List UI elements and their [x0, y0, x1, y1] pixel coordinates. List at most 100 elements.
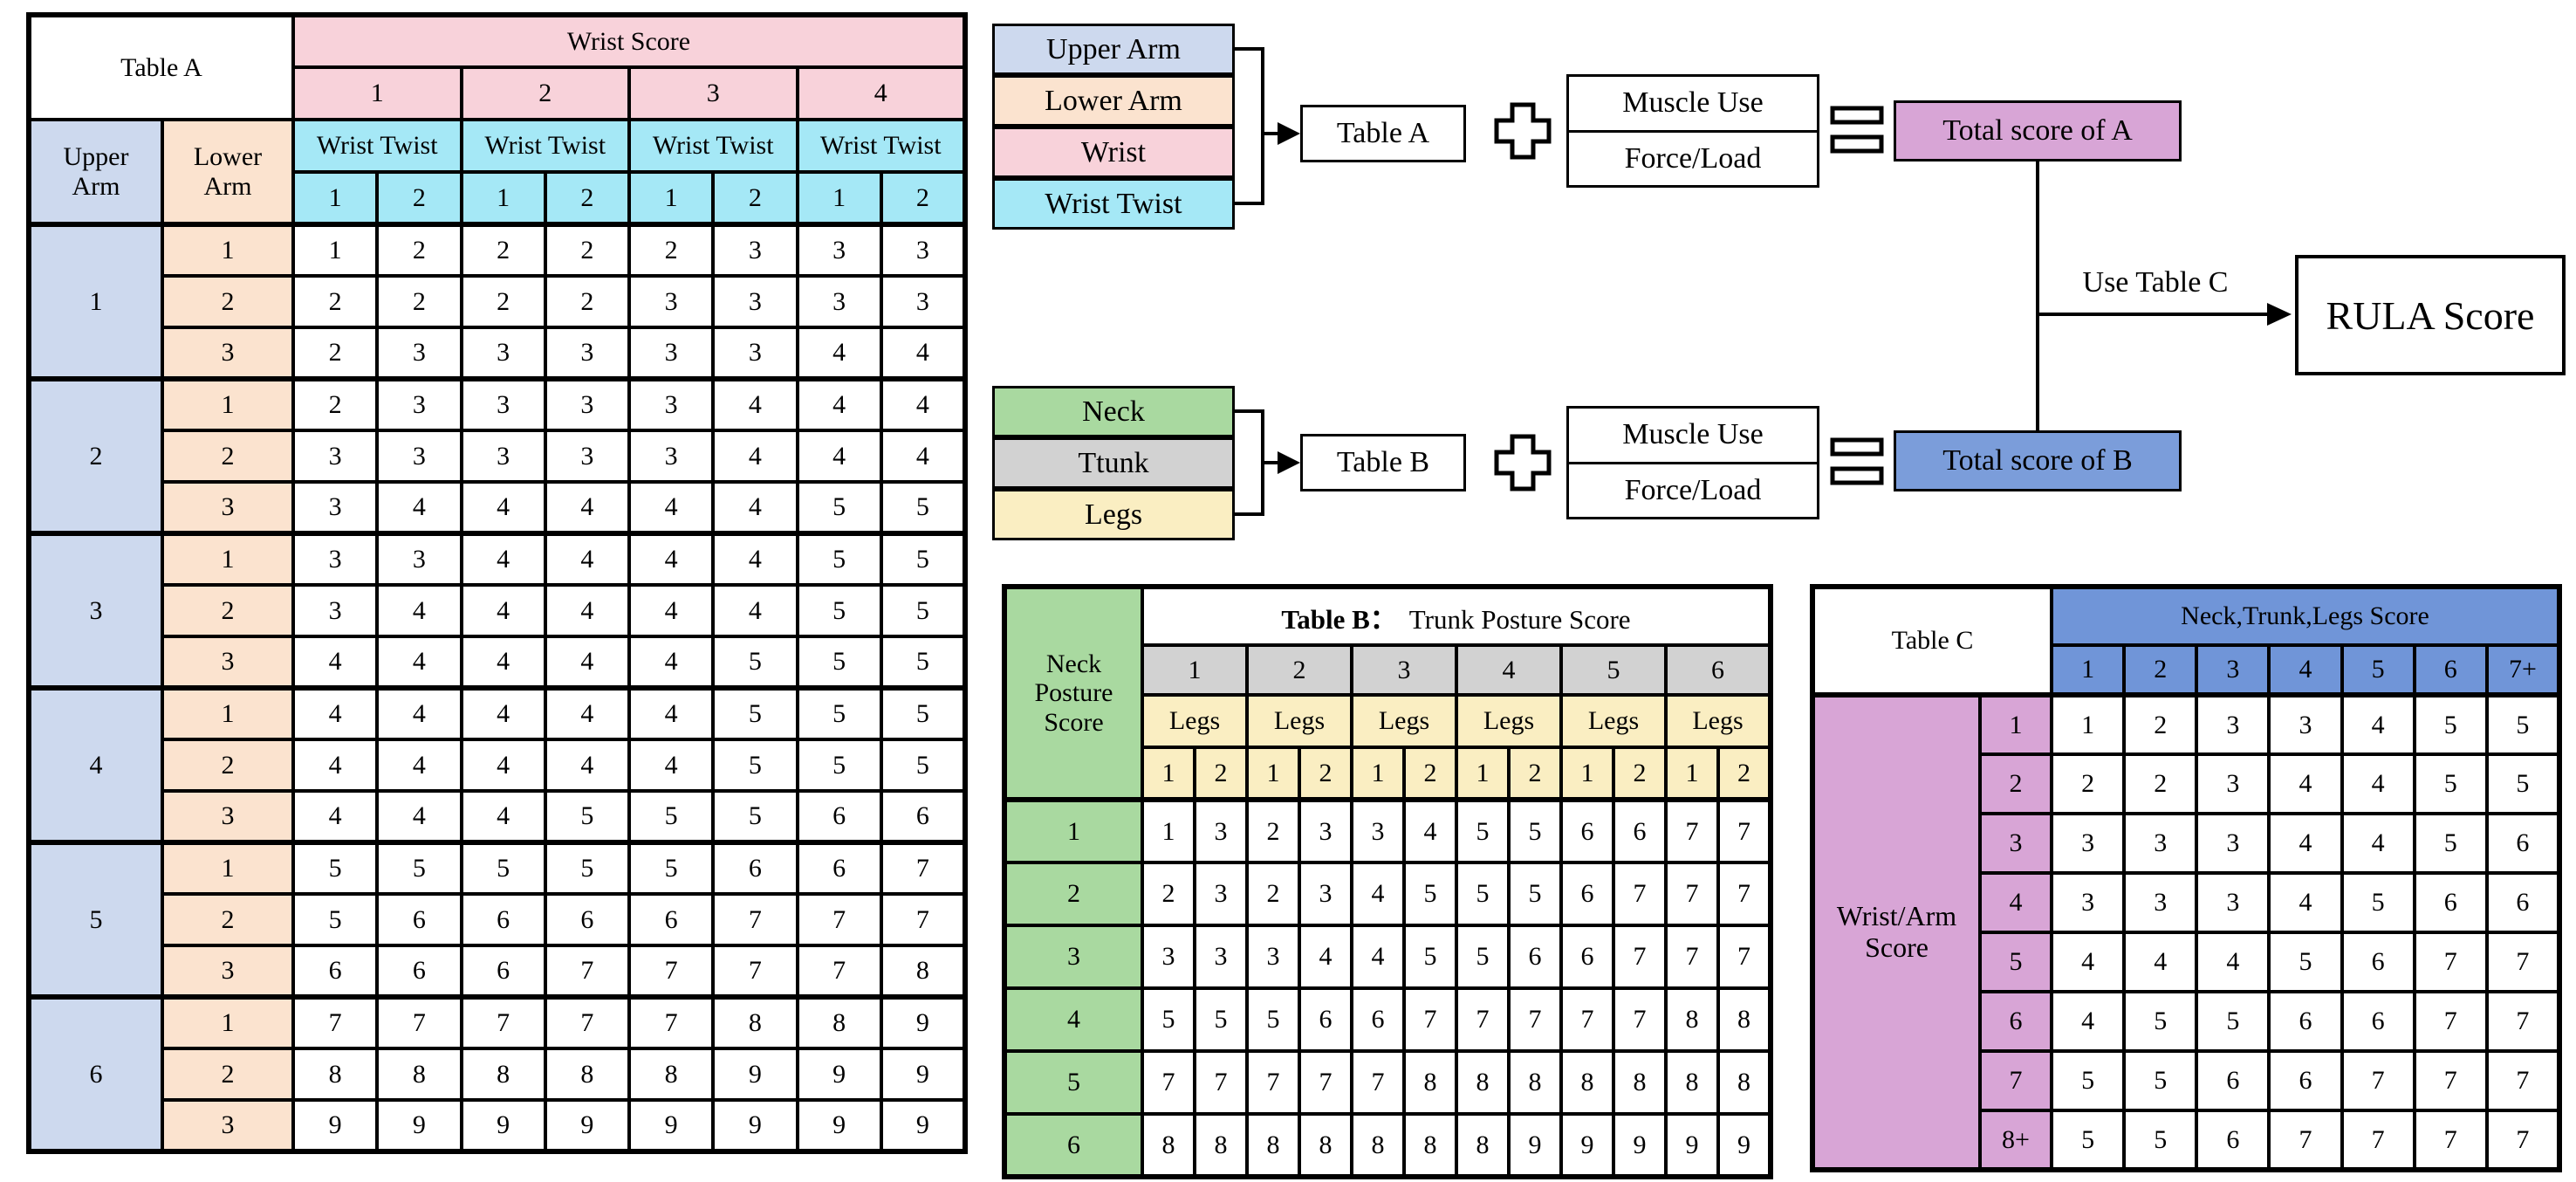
flow-muscle-use-label: Muscle Use [1569, 409, 1817, 464]
table-a-lower-arm-cell: 3 [161, 944, 295, 999]
table-a-value-cell: 5 [543, 840, 632, 896]
table-a-twist-col: 1 [459, 170, 547, 226]
table-a-value-cell: 4 [711, 376, 799, 432]
table-c-value-cell: 7 [2340, 1109, 2416, 1172]
table-a-upper-arm-cell: 4 [27, 685, 164, 844]
table-a-value-cell: 5 [879, 685, 968, 741]
table-c-value-cell: 4 [2267, 752, 2344, 815]
table-b-value-cell: 7 [1716, 861, 1772, 927]
table-b-value-cell: 3 [1193, 861, 1249, 927]
table-b-leg-col: 1 [1245, 746, 1301, 801]
table-a-value-cell: 3 [543, 376, 632, 432]
table-a-value-cell: 4 [459, 738, 547, 793]
table-c-value-cell: 3 [2195, 871, 2271, 934]
table-a-value-cell: 2 [291, 274, 380, 329]
table-a-value-cell: 5 [459, 840, 547, 896]
table-a-value-cell: 3 [375, 326, 463, 381]
table-b-value-cell: 7 [1612, 861, 1668, 927]
table-b-legs-header: Legs [1350, 693, 1458, 749]
table-a-value-cell: 4 [375, 685, 463, 741]
table-c-row-label: 8+ [1978, 1109, 2053, 1172]
table-c-title: Table C [1811, 585, 2053, 697]
table-a-value-cell: 4 [627, 480, 716, 535]
table-a-value-cell: 2 [543, 222, 632, 278]
table-a-value-cell: 4 [711, 480, 799, 535]
table-a-value-cell: 9 [459, 1098, 547, 1153]
table-b-value-cell: 7 [1664, 924, 1720, 990]
table-c-value-cell: 4 [2340, 692, 2416, 756]
table-b-value-cell: 7 [1193, 1049, 1249, 1116]
table-b-value-cell: 5 [1455, 861, 1511, 927]
table-c-row-label: 4 [1978, 871, 2053, 934]
table-b-value-cell: 6 [1507, 924, 1563, 990]
table-a-value-cell: 4 [795, 326, 883, 381]
table-a-lower-arm-cell: 2 [161, 892, 295, 947]
flow-upper-arm-box: Upper Arm [992, 24, 1235, 75]
table-c-value-cell: 5 [2484, 692, 2562, 756]
table-b-leg-col: 1 [1141, 746, 1196, 801]
table-a-value-cell: 3 [711, 222, 799, 278]
table-a-value-cell: 4 [879, 326, 968, 381]
table-a-wrist-col: 3 [627, 65, 799, 121]
table-b-legs-header: Legs [1141, 693, 1249, 749]
table-a-value-cell: 5 [711, 738, 799, 793]
table-a-value-cell: 5 [795, 531, 883, 587]
table-c-value-cell: 3 [2195, 812, 2271, 875]
table-a-value-cell: 3 [291, 583, 380, 638]
plus-icon-a [1494, 102, 1552, 160]
flow-legs-box: Legs [992, 489, 1235, 540]
table-a-value-cell: 5 [627, 789, 716, 844]
table-c-value-cell: 5 [2122, 990, 2199, 1053]
table-c-value-cell: 7 [2484, 1049, 2562, 1112]
table-b-value-cell: 7 [1716, 797, 1772, 864]
table-a-value-cell: 7 [543, 994, 632, 1050]
table-b-neck-cell: 6 [1003, 1112, 1144, 1179]
table-c-value-cell: 7 [2267, 1109, 2344, 1172]
table-b-value-cell: 8 [1559, 1049, 1615, 1116]
table-a-value-cell: 3 [459, 376, 547, 432]
table-a-value-cell: 3 [291, 429, 380, 484]
table-c-wrist-arm-header: Wrist/Arm Score [1811, 692, 1982, 1172]
table-c-value-cell: 6 [2267, 990, 2344, 1053]
table-a-twist-col: 2 [375, 170, 463, 226]
equals-icon-b [1830, 437, 1884, 485]
table-a-value-cell: 4 [711, 429, 799, 484]
table-c-row-label: 7 [1978, 1049, 2053, 1112]
table-b-value-cell: 8 [1402, 1112, 1458, 1179]
table-b-value-cell: 7 [1455, 986, 1511, 1053]
table-a-value-cell: 3 [375, 429, 463, 484]
table-a-value-cell: 6 [627, 892, 716, 947]
table-a-upper-arm-cell: 6 [27, 994, 164, 1153]
table-c-value-cell: 3 [2195, 692, 2271, 756]
table-c-value-cell: 6 [2340, 931, 2416, 993]
table-b-trunk-col: 6 [1664, 643, 1772, 697]
table-a-wrist-twist-header: Wrist Twist [627, 118, 799, 174]
table-b-value-cell: 7 [1664, 861, 1720, 927]
table-a-wrist-col: 2 [459, 65, 631, 121]
table-b-neck-cell: 5 [1003, 1049, 1144, 1116]
table-b-value-cell: 7 [1350, 1049, 1406, 1116]
table-a-value-cell: 6 [795, 840, 883, 896]
table-a-value-cell: 9 [879, 1047, 968, 1102]
flow-lower-arm-box: Lower Arm [992, 75, 1235, 127]
table-b-value-cell: 6 [1612, 797, 1668, 864]
table-a-value-cell: 3 [543, 429, 632, 484]
table-a-value-cell: 5 [879, 480, 968, 535]
table-a-value-cell: 5 [879, 531, 968, 587]
table-a-value-cell: 4 [711, 531, 799, 587]
table-a-twist-col: 2 [711, 170, 799, 226]
table-b-value-cell: 7 [1664, 797, 1720, 864]
table-a-title: Table A [27, 13, 295, 121]
table-a-lower-arm-cell: 2 [161, 274, 295, 329]
table-c-value-cell: 7 [2340, 1049, 2416, 1112]
table-b-value-cell: 7 [1716, 924, 1772, 990]
table-a-value-cell: 7 [795, 892, 883, 947]
table-a-value-cell: 4 [543, 583, 632, 638]
flow-neck-box: Neck [992, 386, 1235, 437]
table-b-value-cell: 2 [1141, 861, 1196, 927]
table-c-value-cell: 6 [2412, 871, 2489, 934]
flow-table-a-box: Table A [1300, 105, 1466, 162]
flow-muscle-force-box-a: Muscle Use Force/Load [1566, 74, 1819, 188]
table-a-value-cell: 5 [291, 840, 380, 896]
table-a-wrist-twist-header: Wrist Twist [291, 118, 463, 174]
